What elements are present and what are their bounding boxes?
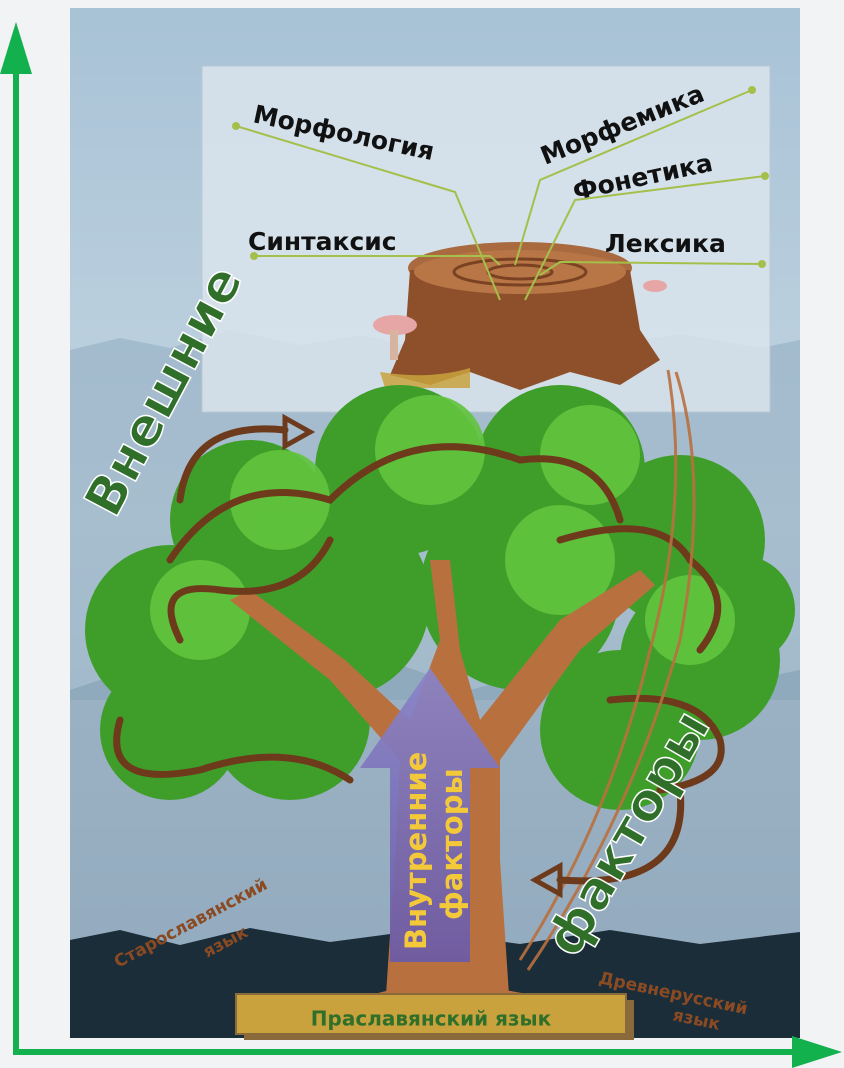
- base-label: Праславянский язык: [311, 1007, 552, 1031]
- axes: [0, 22, 842, 1068]
- external-arrowhead-bottom: [529, 861, 563, 899]
- external-arrow-bottom: [556, 786, 685, 885]
- external-arrow-top: [176, 425, 289, 504]
- linguistics-inset: Морфология Морфемика Фонетика Синтаксис …: [201, 65, 771, 413]
- vertical-axis-arrowhead: [0, 22, 32, 74]
- label-lexicon: Лексика: [605, 229, 726, 258]
- leader-dots: [232, 86, 769, 268]
- label-syntax: Синтаксис: [248, 227, 397, 256]
- proto-slavic-base: Праславянский язык: [235, 993, 634, 1040]
- internal-factors: Внутренние факторы: [360, 668, 500, 962]
- stump-illustration: [373, 242, 667, 390]
- internal-arrow: [360, 668, 500, 962]
- internal-line-1: Внутренние: [399, 752, 433, 950]
- external-arrowhead-top: [282, 413, 316, 451]
- internal-line-2: факторы: [435, 768, 469, 920]
- leader-lines: [235, 89, 766, 301]
- horizontal-axis-arrowhead: [792, 1036, 842, 1068]
